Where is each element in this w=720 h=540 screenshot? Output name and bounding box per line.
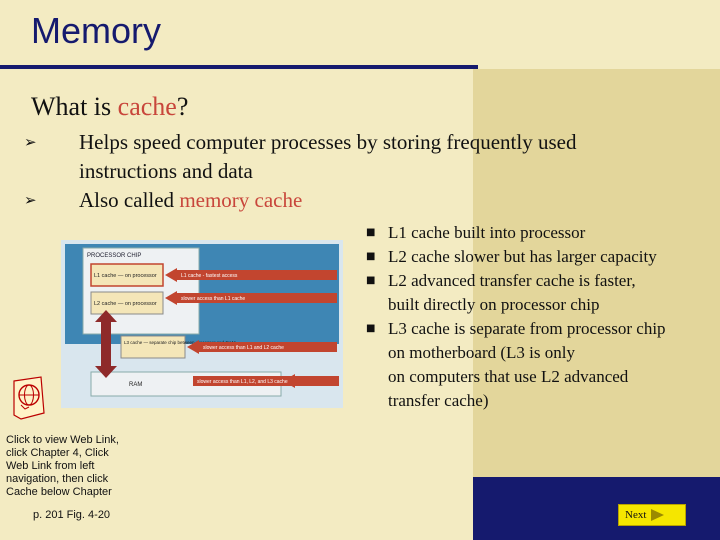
web-link-instructions: Click to view Web Link, click Chapter 4,… — [6, 434, 132, 499]
l2-box-label: L2 cache — on processor — [94, 301, 157, 307]
bullet-line: Helps speed computer processes by storin… — [79, 130, 577, 154]
next-button[interactable]: Next — [618, 504, 686, 526]
l2-arrow-label: slower access than L1 cache — [181, 296, 245, 302]
square-bullet-icon: ■ — [366, 251, 376, 262]
l3-box-label: L3 cache — separate chip between process… — [124, 340, 236, 345]
hint-line: Click to view Web Link, — [6, 434, 119, 446]
sub-bullet-line: L3 cache is separate from processor chip — [388, 319, 666, 338]
l1-box-label: L1 cache — on processor — [94, 273, 157, 279]
cache-diagram-figure: PROCESSOR CHIP L1 cache — on processor L… — [61, 240, 343, 408]
sub-bullet-item: ■ L3 cache is separate from processor ch… — [366, 317, 718, 413]
l1-arrow-label: L1 cache - fastest access — [181, 273, 238, 279]
next-label: Next — [625, 509, 647, 521]
sub-bullet-line: L2 advanced transfer cache is faster, — [388, 271, 636, 290]
bullet-item: ➢ Also called memory cache — [24, 186, 704, 215]
l1-arrow-head — [165, 268, 177, 282]
arrow-bullet-icon: ➢ — [24, 191, 37, 209]
sub-bullet-item: ■ L2 advanced transfer cache is faster, … — [366, 269, 718, 317]
figure-reference: p. 201 Fig. 4-20 — [33, 509, 111, 521]
l3-arrow-head — [187, 340, 199, 354]
heading-prefix: What is — [31, 92, 118, 121]
sub-bullet-line: L1 cache built into processor — [388, 223, 586, 242]
sub-bullets: ■ L1 cache built into processor ■ L2 cac… — [366, 221, 718, 413]
hint-line: click Chapter 4, Click — [6, 447, 109, 459]
bullet-accent: memory cache — [179, 188, 303, 212]
ram-arrow-label: slower access than L1, L2, and L3 cache — [197, 379, 288, 385]
sub-bullet-line: built directly on processor chip — [388, 295, 600, 314]
bullet-line: instructions and data — [79, 159, 253, 183]
memory-bus-arrow — [101, 318, 111, 372]
hint-line: Cache below Chapter — [6, 486, 112, 498]
sub-bullet-line: transfer cache) — [388, 391, 489, 410]
ram-access-arrow — [193, 376, 339, 386]
sub-bullet-line: on computers that use L2 advanced — [388, 367, 629, 386]
arrow-bullet-icon: ➢ — [24, 133, 37, 151]
l3-arrow-label: slower access than L1 and L2 cache — [203, 345, 284, 351]
bus-arrow-down-head — [95, 366, 117, 378]
heading-suffix: ? — [176, 92, 189, 121]
heading-accent: cache — [117, 92, 177, 121]
next-arrow-icon — [651, 509, 664, 521]
square-bullet-icon: ■ — [366, 227, 376, 238]
ram-label: RAM — [129, 382, 142, 388]
l3-access-arrow — [199, 342, 337, 352]
bullet-item: ➢ Helps speed computer processes by stor… — [24, 128, 704, 186]
chip-label: PROCESSOR CHIP — [87, 253, 141, 259]
bus-arrow-up-head — [95, 310, 117, 322]
bullet-prefix: Also called — [79, 188, 180, 212]
l2-cache-box — [90, 291, 164, 315]
l2-access-arrow — [177, 293, 337, 303]
square-bullet-icon: ■ — [366, 323, 376, 334]
sub-bullet-item: ■ L2 cache slower but has larger capacit… — [366, 245, 718, 269]
l1-cache-box — [90, 263, 164, 287]
sub-bullet-line: L2 cache slower but has larger capacity — [388, 247, 657, 266]
sub-bullet-line: on motherboard (L3 is only — [388, 343, 575, 362]
side-panel — [473, 69, 720, 477]
slide-heading: What is cache? — [31, 92, 188, 122]
web-link-globe-icon[interactable] — [11, 375, 47, 421]
hint-line: Web Link from left — [6, 460, 95, 472]
l1-access-arrow — [177, 270, 337, 280]
main-bullets: ➢ Helps speed computer processes by stor… — [24, 128, 704, 215]
globe-stand — [20, 404, 30, 410]
l2-arrow-head — [165, 291, 177, 305]
l3-cache-box — [120, 335, 186, 359]
hint-line: navigation, then click — [6, 473, 109, 485]
title-underline — [0, 65, 478, 69]
globe-paper — [13, 376, 45, 420]
slide-title: Memory — [31, 10, 162, 51]
sub-bullet-item: ■ L1 cache built into processor — [366, 221, 718, 245]
square-bullet-icon: ■ — [366, 275, 376, 286]
